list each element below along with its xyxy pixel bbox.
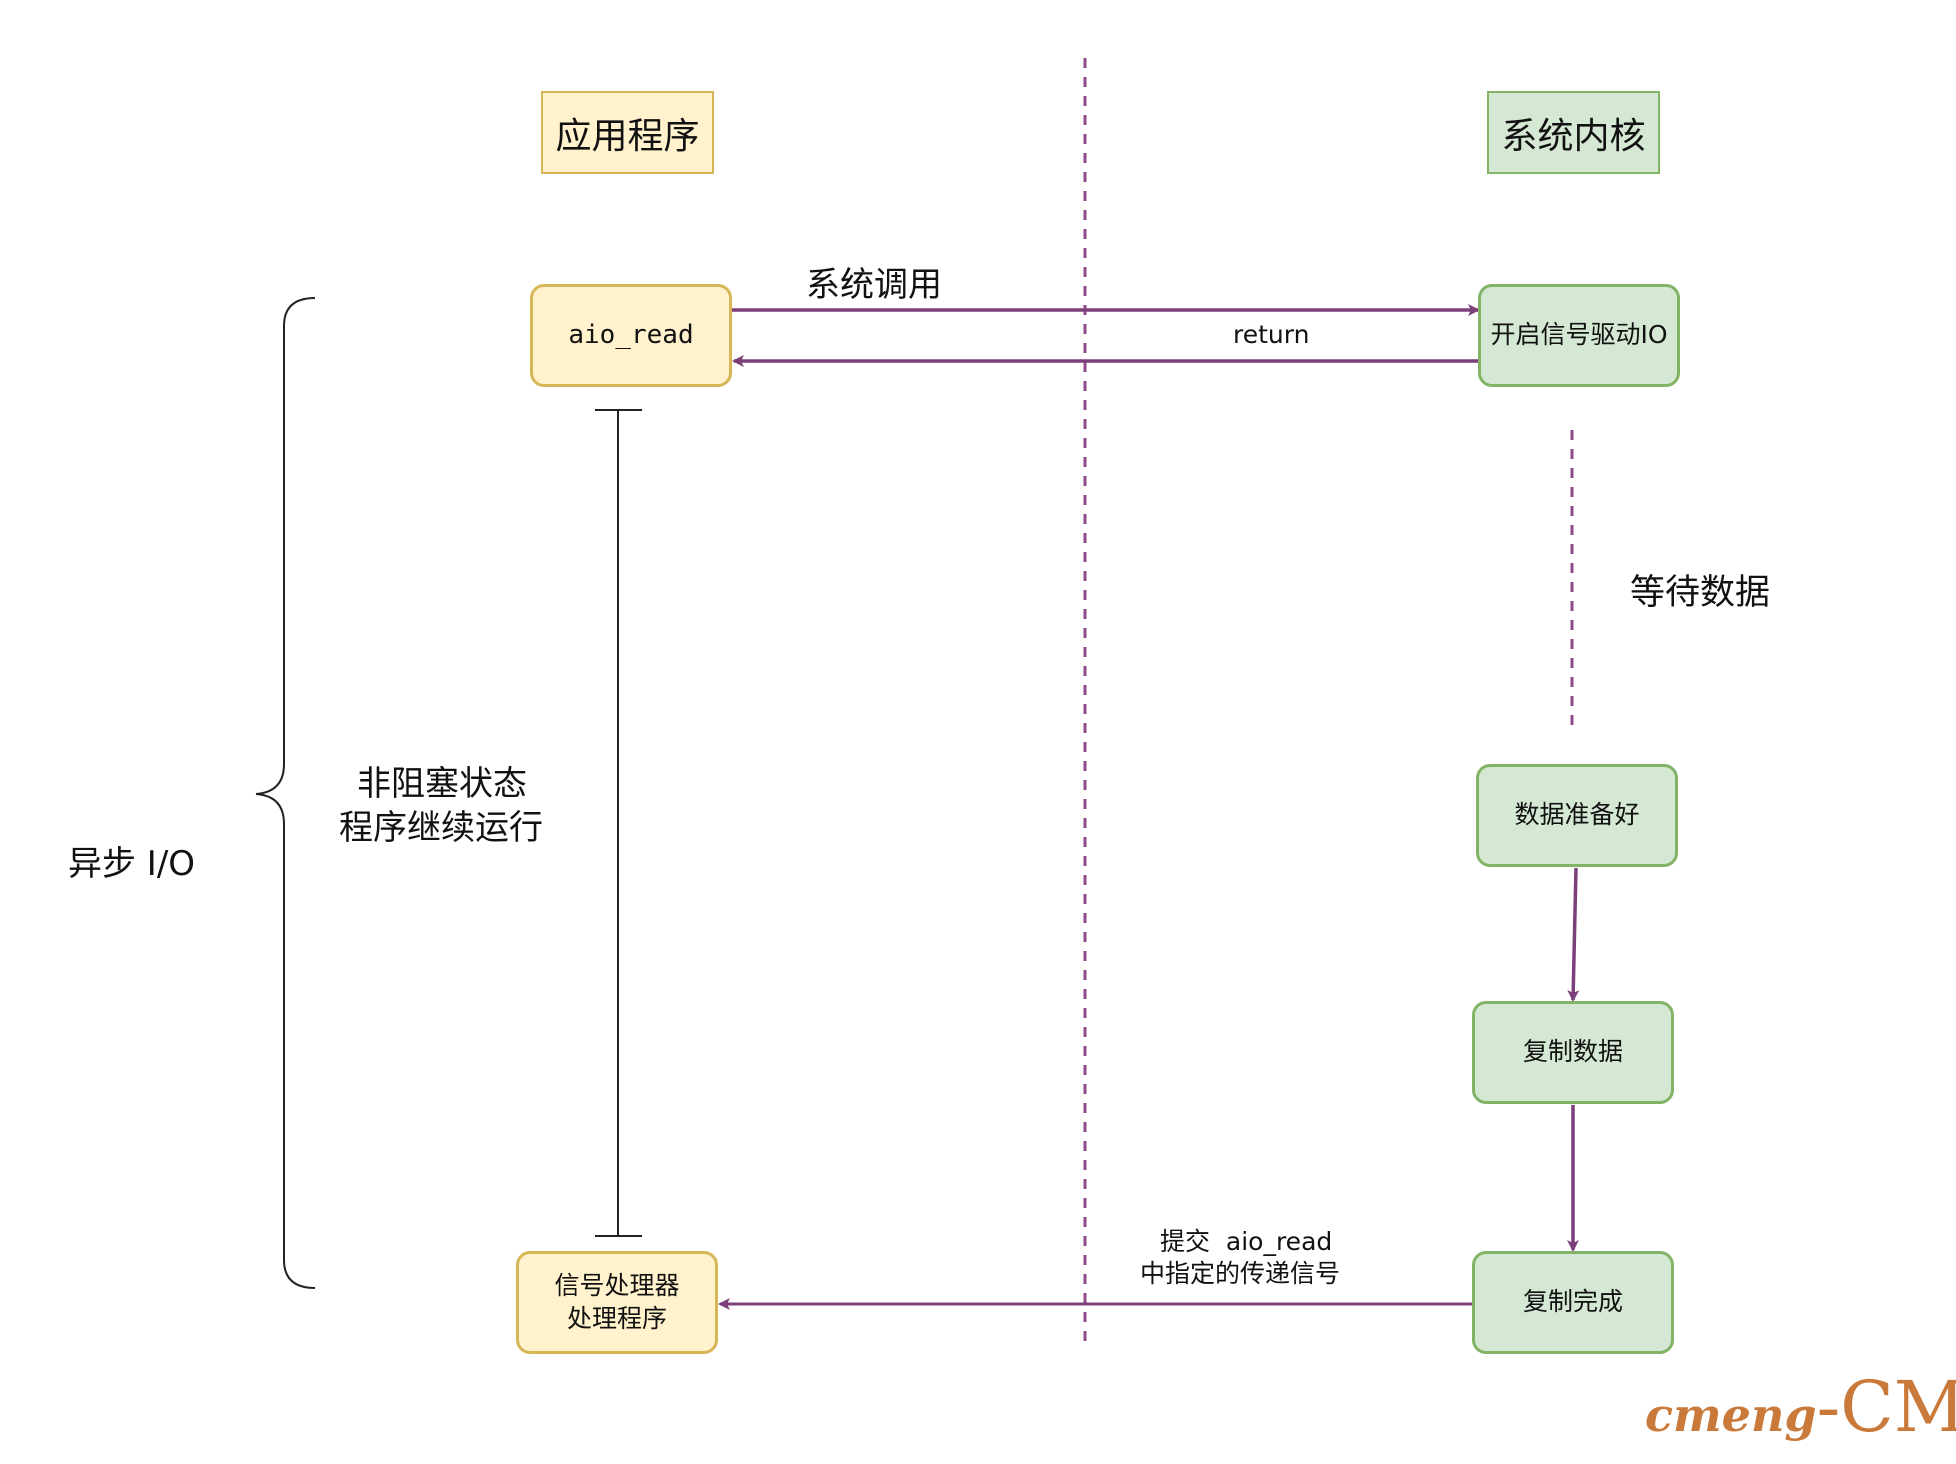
app-header: 应用程序 <box>541 91 714 174</box>
watermark: cmeng-CM <box>1645 1366 1956 1448</box>
data-ready-node: 数据准备好 <box>1476 764 1678 867</box>
async-brace <box>255 297 316 1289</box>
async-io-label: 异步 I/O <box>68 844 196 884</box>
watermark-text-2: -CM <box>1816 1366 1956 1448</box>
copy-data-node: 复制数据 <box>1472 1001 1674 1104</box>
signal-io-node: 开启信号驱动IO <box>1478 284 1680 387</box>
return-label: return <box>1233 320 1310 349</box>
data-ready-label: 数据准备好 <box>1514 800 1640 830</box>
aio-read-label: aio_read <box>568 319 694 350</box>
syscall-label: 系统调用 <box>806 265 942 305</box>
copy-done-node: 复制完成 <box>1472 1251 1674 1354</box>
app-header-label: 应用程序 <box>555 115 700 157</box>
ready-to-copy-arrow <box>1567 867 1580 1002</box>
nonblocking-label-1: 非阻塞状态 <box>357 764 527 804</box>
nonblocking-label-2: 程序继续运行 <box>339 808 543 848</box>
signal-handler-node: 信号处理器 处理程序 <box>516 1251 718 1354</box>
signal-handler-label-2: 处理程序 <box>566 1303 667 1333</box>
kernel-header-label: 系统内核 <box>1501 115 1646 157</box>
signal-handler-label-1: 信号处理器 <box>554 1271 680 1300</box>
copy-data-label: 复制数据 <box>1522 1037 1623 1067</box>
watermark-text-1: cmeng <box>1645 1388 1817 1442</box>
signal-io-label: 开启信号驱动IO <box>1490 320 1668 350</box>
submit-label-1: 提交 aio_read <box>1160 1227 1333 1256</box>
copy-done-label: 复制完成 <box>1522 1287 1623 1317</box>
kernel-header: 系统内核 <box>1487 91 1660 174</box>
wait-data-label: 等待数据 <box>1630 573 1771 613</box>
submit-label-2: 中指定的传递信号 <box>1140 1259 1341 1288</box>
nonblocking-timeline <box>595 409 642 1237</box>
aio-read-node: aio_read <box>530 284 732 387</box>
